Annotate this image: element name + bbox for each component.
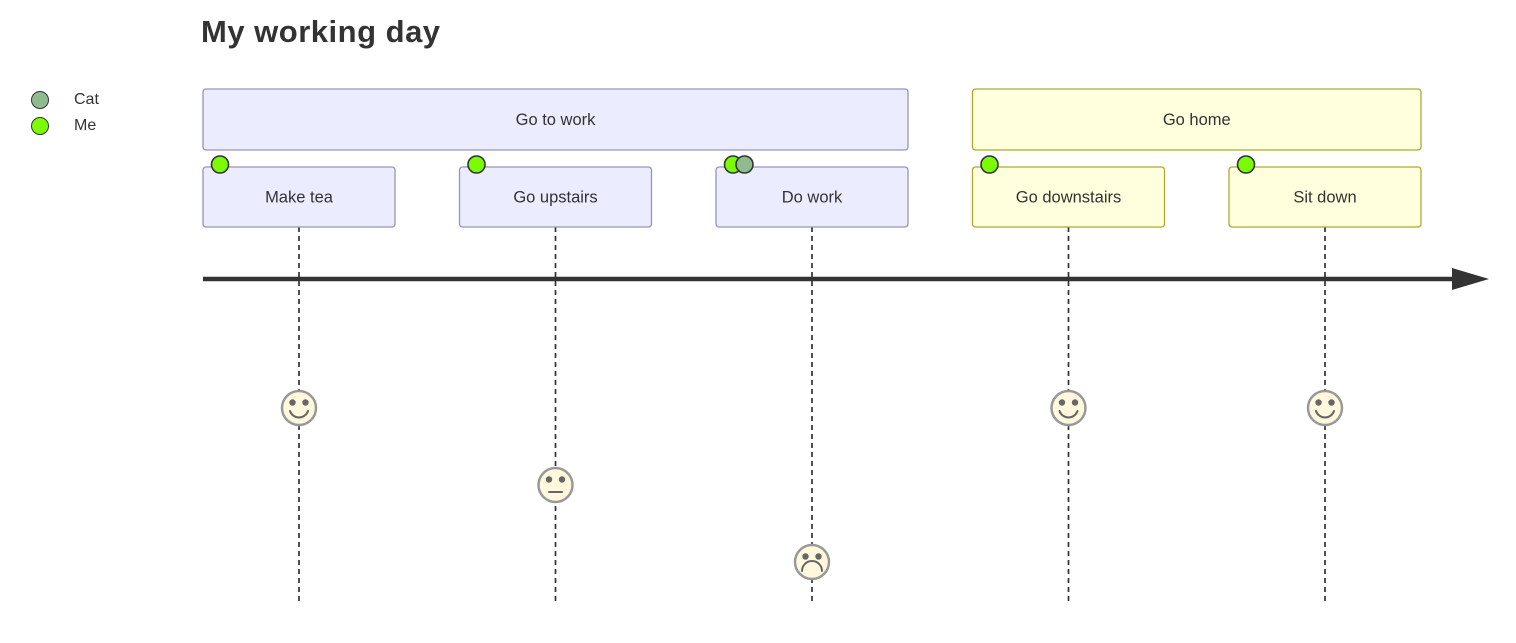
face-sad — [793, 543, 831, 581]
section-label: Go to work — [516, 111, 597, 129]
face-circle — [1306, 389, 1344, 427]
face-eye-right — [302, 399, 309, 406]
task-box — [715, 166, 909, 228]
actor-label: Me — [74, 116, 97, 134]
task-label: Go downstairs — [1016, 189, 1121, 207]
task-label: Make tea — [265, 189, 334, 207]
face-happy — [1306, 389, 1344, 427]
face-happy — [280, 389, 318, 427]
face-mouth-frown — [801, 560, 823, 572]
task-label: Sit down — [1293, 189, 1356, 207]
actor-dot-me — [210, 155, 230, 174]
actor-color-dot — [31, 90, 49, 109]
legend-item-me: Me — [31, 116, 99, 135]
legend-item-cat: Cat — [31, 90, 99, 109]
diagram-title: My working day — [201, 14, 441, 49]
face-eye-left — [802, 553, 809, 560]
face-eye-left — [1315, 399, 1322, 406]
face-mouth-smile — [289, 410, 309, 419]
actor-color-dot — [31, 116, 49, 135]
actor-dot-me — [980, 155, 999, 174]
actor-dot-me — [467, 155, 486, 174]
face-happy — [1050, 389, 1087, 427]
face-circle — [280, 389, 318, 427]
section-label: Go home — [1163, 111, 1231, 129]
task-label: Go upstairs — [513, 189, 597, 207]
section-bar — [202, 88, 909, 151]
task-box — [458, 166, 653, 228]
task-label: Do work — [782, 189, 843, 207]
task-box — [1228, 166, 1422, 228]
section-bar — [971, 88, 1422, 151]
task-box — [971, 166, 1166, 228]
face-mouth-smile — [1315, 410, 1335, 419]
task-box — [202, 166, 396, 228]
face-eye-right — [558, 476, 566, 483]
actor-dot-me — [1236, 155, 1256, 174]
face-eye-left — [545, 476, 553, 483]
face-eye-left — [1058, 399, 1066, 406]
actor-dot-cat — [735, 155, 754, 174]
face-eye-right — [1071, 399, 1079, 406]
face-neutral — [537, 466, 574, 504]
face-circle — [1050, 389, 1087, 427]
face-eye-right — [815, 553, 822, 560]
timeline-arrow-head — [1452, 268, 1489, 290]
face-eye-right — [1328, 399, 1335, 406]
face-circle — [537, 466, 574, 504]
face-eye-left — [289, 399, 296, 406]
face-mouth-smile — [1058, 410, 1079, 419]
actor-label: Cat — [74, 90, 99, 108]
